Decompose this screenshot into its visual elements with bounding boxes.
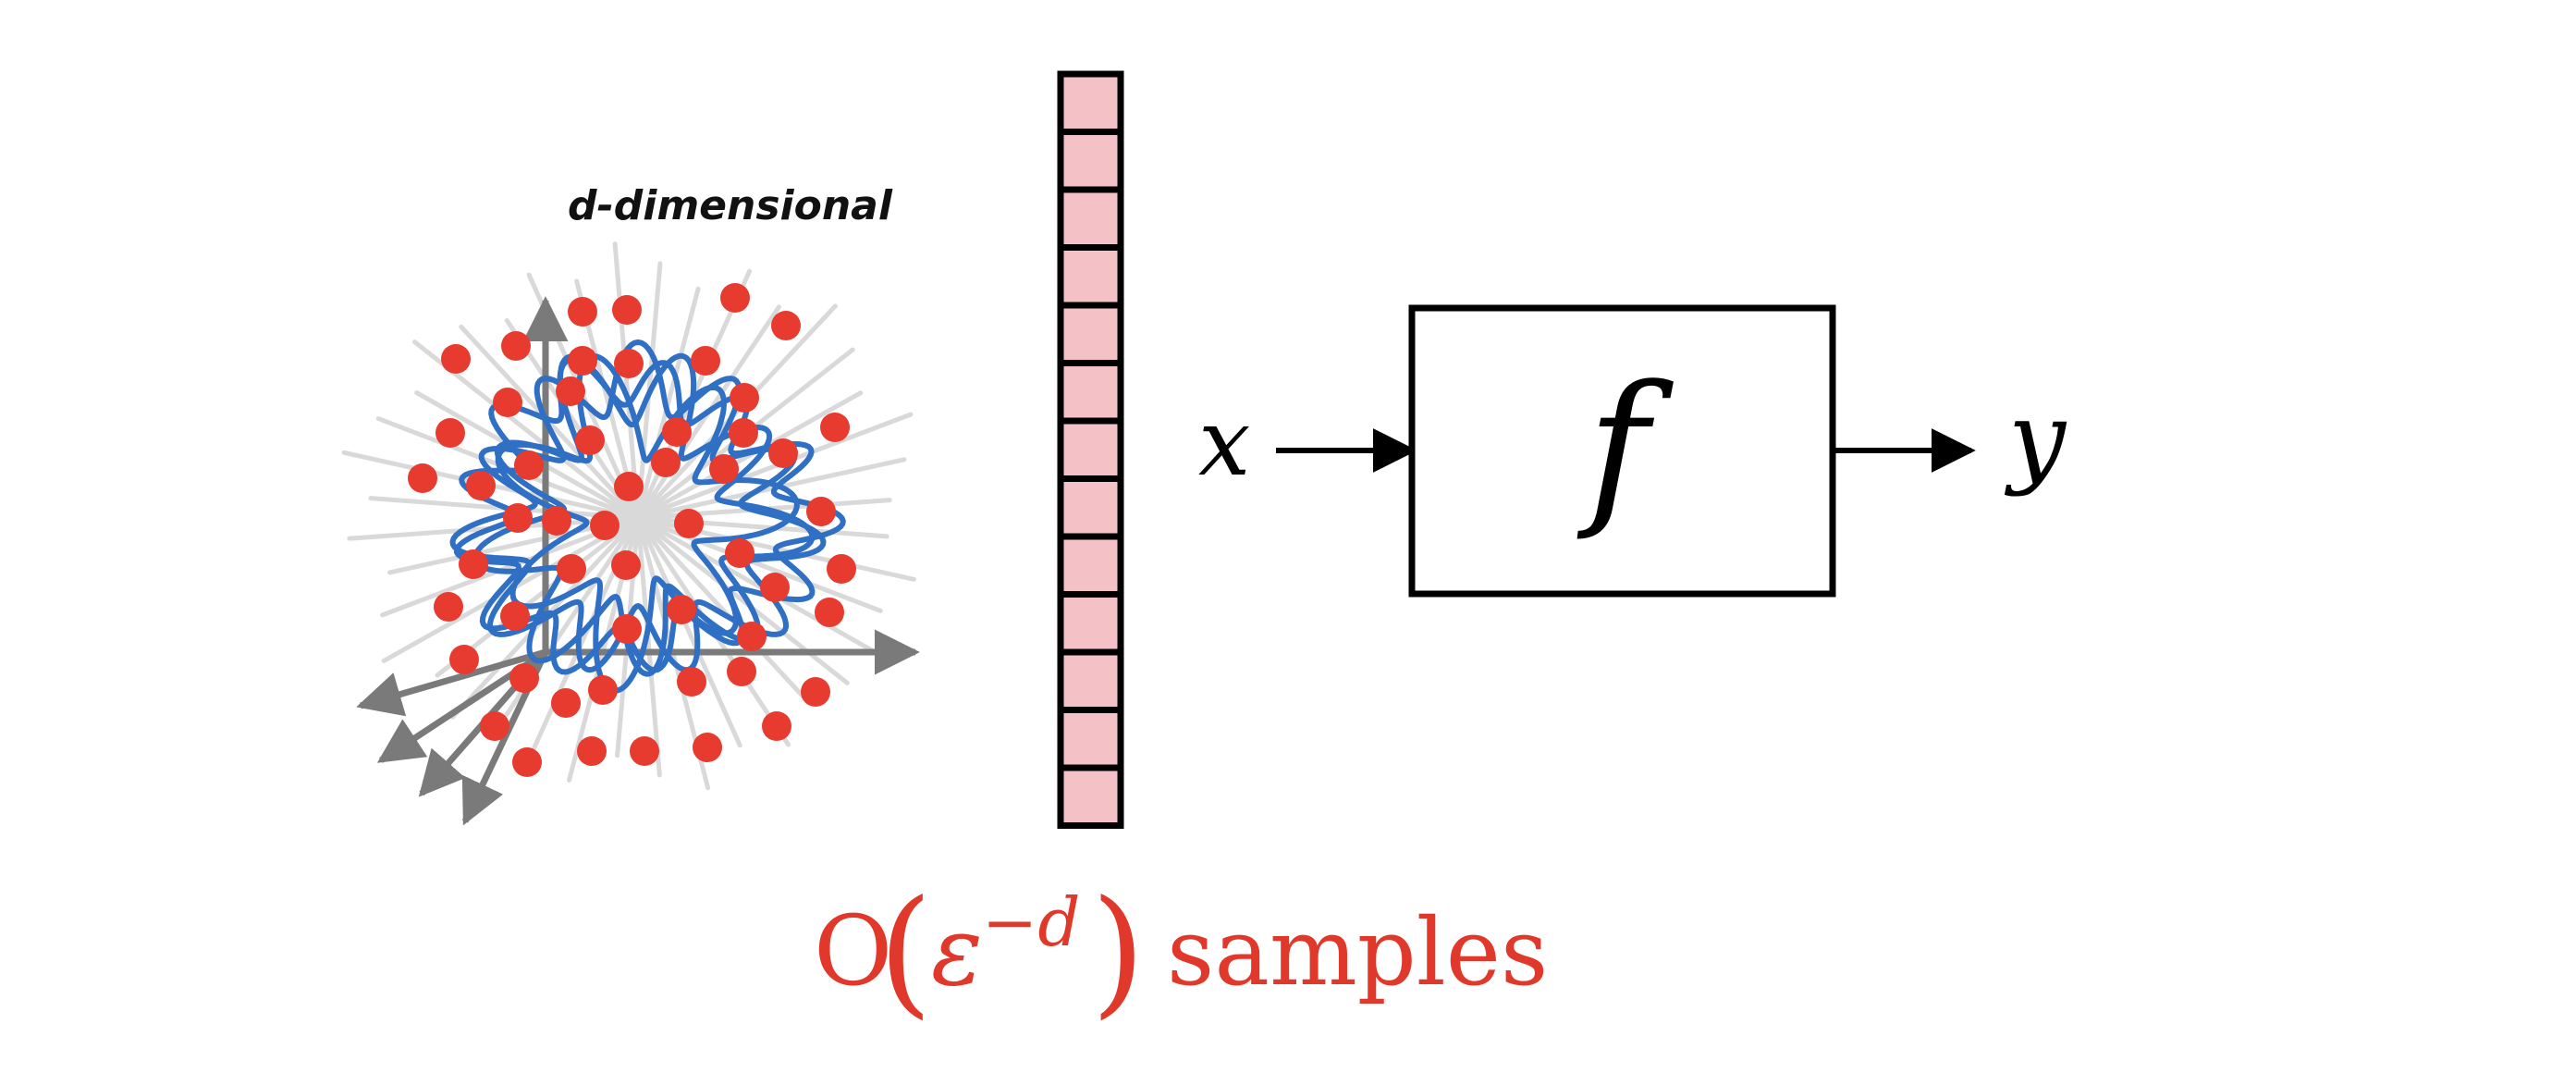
vector-cell <box>1057 302 1124 366</box>
vector-cell <box>1057 70 1124 135</box>
sample-point <box>820 413 850 442</box>
sample-point <box>760 573 790 602</box>
vector-cell <box>1057 244 1124 309</box>
vector-cell <box>1057 186 1124 251</box>
vector-cell <box>1057 648 1124 713</box>
sample-point <box>503 503 533 533</box>
sample-point <box>551 688 581 718</box>
sample-point <box>725 538 754 568</box>
sample-point <box>500 601 530 631</box>
sample-point <box>435 418 465 448</box>
sample-point <box>771 311 801 340</box>
sample-point <box>768 438 798 468</box>
sample-point-cloud <box>341 241 920 826</box>
sample-point <box>662 417 692 447</box>
vector-cell <box>1057 591 1124 656</box>
left-paren: ( <box>878 871 933 1032</box>
sample-point <box>612 295 642 325</box>
sample-point <box>815 598 844 627</box>
sample-point <box>612 614 642 644</box>
sample-complexity-label: O ( ε −d ) samples <box>814 871 1548 1032</box>
sample-point <box>459 549 488 579</box>
sample-point <box>737 622 767 651</box>
sample-point <box>575 426 605 455</box>
sample-point <box>509 663 539 693</box>
vector-cell <box>1057 129 1124 193</box>
sample-point <box>577 736 607 766</box>
sample-point <box>727 657 756 686</box>
sample-point <box>493 388 522 417</box>
ray-line <box>635 515 850 685</box>
vector-cell <box>1057 417 1124 482</box>
samples-word: samples <box>1167 898 1548 1006</box>
sample-point <box>720 283 750 313</box>
vector-cell <box>1057 360 1124 425</box>
sample-point <box>677 667 706 697</box>
sample-point <box>806 497 836 526</box>
sample-point <box>512 747 542 777</box>
epsilon-symbol: ε <box>931 894 983 1007</box>
sample-point <box>588 675 618 705</box>
ray-line <box>635 515 742 748</box>
sample-point <box>614 349 644 378</box>
sample-point <box>408 463 437 493</box>
sample-point <box>630 736 659 766</box>
input-vector <box>1057 70 1124 829</box>
sample-point <box>709 454 739 484</box>
vector-cell <box>1057 533 1124 598</box>
ray-line <box>612 241 641 521</box>
sample-point <box>801 677 830 707</box>
sample-point <box>556 376 585 406</box>
big-o-symbol: O <box>814 894 892 1007</box>
function-box <box>1408 304 1836 598</box>
sample-point <box>514 450 544 480</box>
input-label: x <box>1198 388 1250 497</box>
sample-point <box>434 592 463 622</box>
sample-point <box>729 418 758 448</box>
sample-point <box>501 331 531 361</box>
sample-point <box>730 383 759 413</box>
sample-point <box>557 554 586 584</box>
output-label: y <box>2004 379 2067 498</box>
sample-point <box>441 344 471 374</box>
ray-line <box>635 457 907 521</box>
sample-point <box>568 297 597 327</box>
sample-point <box>762 711 791 741</box>
sample-point <box>611 550 641 580</box>
dimension-label: d-dimensional <box>568 182 893 229</box>
vector-cell <box>1057 707 1124 771</box>
exponent-text: −d <box>982 883 1080 961</box>
sample-point <box>480 711 509 741</box>
ray-line <box>635 412 914 521</box>
axis-arrow <box>356 648 546 717</box>
sample-point <box>568 346 597 376</box>
sample-point <box>590 511 619 540</box>
sample-point <box>691 346 720 376</box>
sample-point <box>667 595 696 624</box>
sample-point <box>449 645 479 674</box>
sample-points <box>408 283 856 777</box>
vector-cell <box>1057 764 1124 829</box>
sample-point <box>466 471 496 500</box>
sample-point <box>651 448 681 477</box>
right-paren: ) <box>1091 871 1146 1032</box>
vector-cell <box>1057 475 1124 540</box>
sample-point <box>693 733 722 762</box>
sample-point <box>614 472 644 501</box>
sample-point <box>674 509 704 538</box>
ray-line <box>635 515 662 778</box>
ray-line <box>635 515 805 699</box>
sample-point <box>827 554 856 584</box>
sample-point <box>542 506 571 536</box>
